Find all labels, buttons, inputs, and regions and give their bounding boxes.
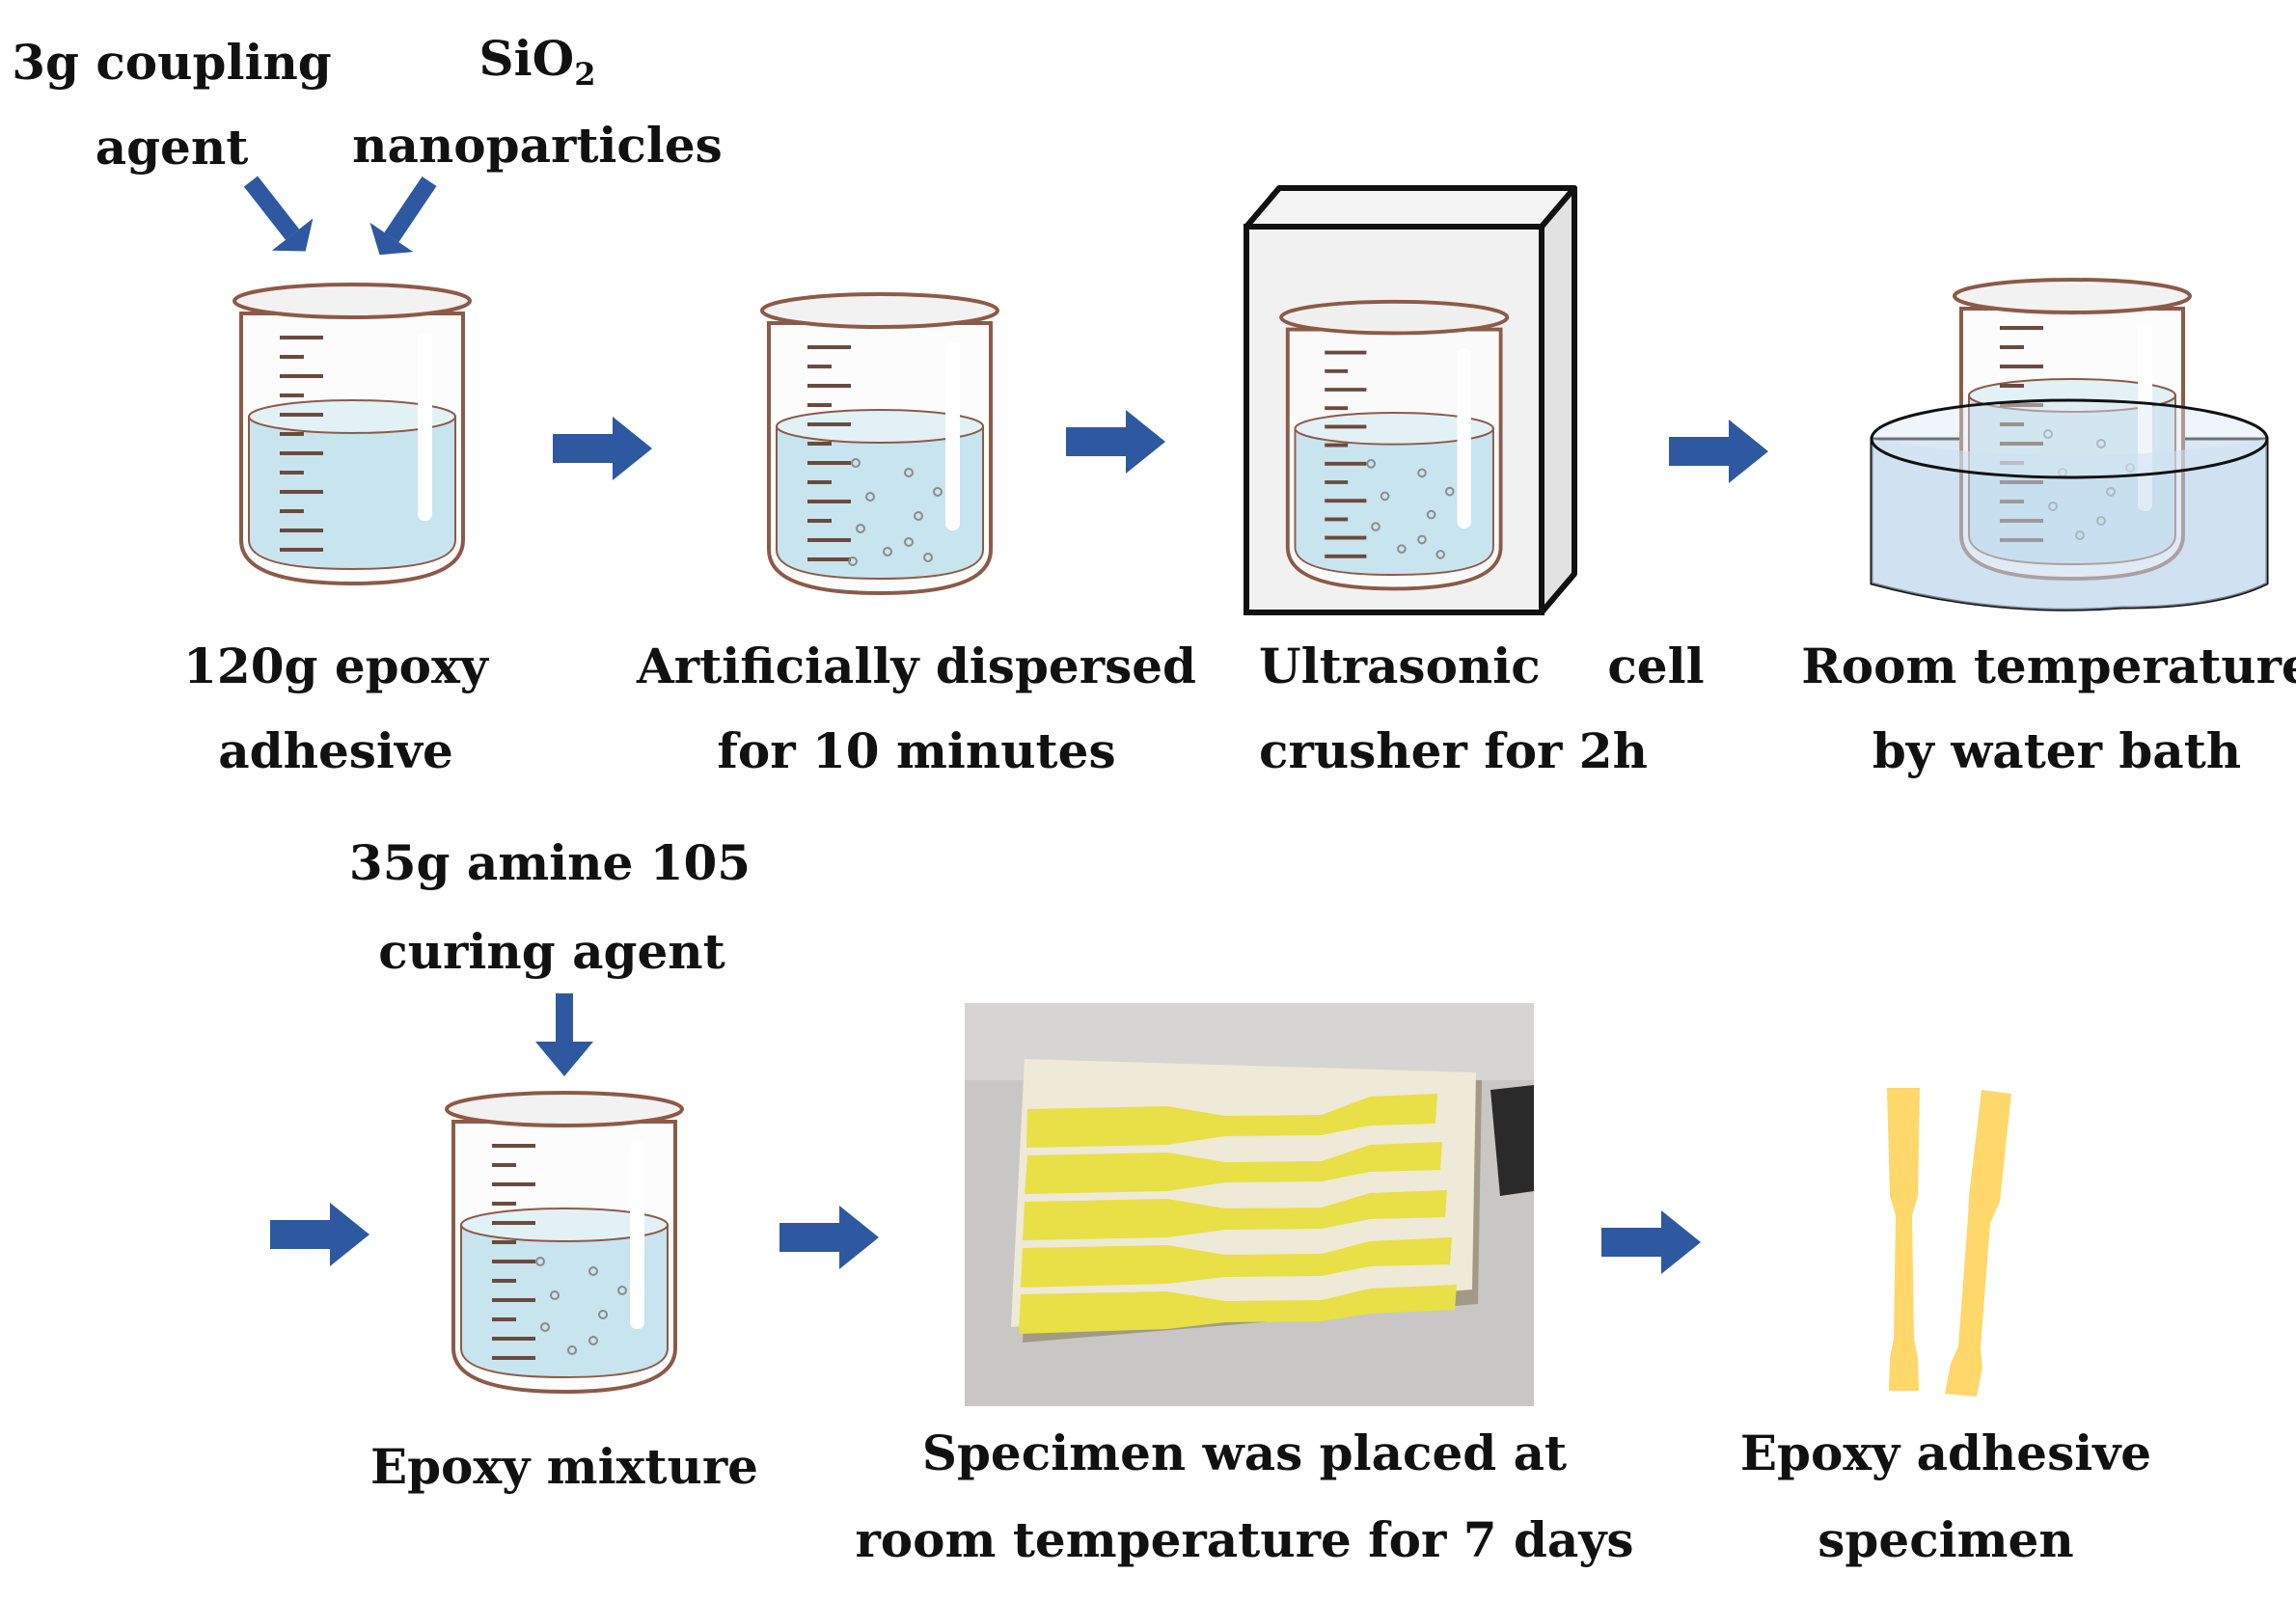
beaker-icon [232, 283, 472, 586]
step-dispersed-caption-line1: Artificially dispersed [636, 638, 1196, 694]
coupling-agent-label-line2: agent [96, 119, 249, 176]
step-epoxy-caption-line2: adhesive [218, 722, 453, 779]
sio2-label-line2: nanoparticles [352, 117, 723, 174]
coupling-agent-arrow-icon [243, 176, 314, 252]
right-arrow-icon [1669, 420, 1768, 483]
beaker-with-particles-icon [445, 1091, 684, 1395]
down-arrow-icon [535, 993, 593, 1076]
curing-agent-label-line1: 35g amine 105 [349, 834, 751, 891]
water-bath-icon [1870, 278, 2269, 611]
right-arrow-icon [779, 1206, 879, 1269]
step-mixture-caption: Epoxy mixture [370, 1438, 758, 1495]
right-arrow-icon [553, 417, 652, 480]
step-water-bath-caption-line1: Room temperature [1801, 638, 2296, 694]
curing-agent-label-line2: curing agent [378, 923, 724, 980]
specimen-mold-photo [965, 1003, 1534, 1406]
sio2-arrow-icon [369, 176, 437, 256]
step-dispersed-caption-line2: for 10 minutes [717, 722, 1115, 779]
ultrasonic-crusher-icon [1244, 185, 1577, 615]
step-specimen-caption-line2: specimen [1818, 1511, 2073, 1568]
step-curing-caption-line2: room temperature for 7 days [855, 1511, 1633, 1568]
step-curing-caption-line1: Specimen was placed at [922, 1425, 1567, 1481]
step-specimen-caption-line1: Epoxy adhesive [1740, 1425, 2151, 1481]
right-arrow-icon [1066, 410, 1165, 474]
right-arrow-icon [1601, 1210, 1701, 1274]
step-water-bath-caption-line2: by water bath [1872, 722, 2241, 779]
step-ultrasonic-caption-line2: crusher for 2h [1259, 722, 1648, 779]
beaker-with-particles-icon [760, 292, 999, 596]
right-arrow-icon [270, 1203, 369, 1266]
beaker-with-particles-icon [1279, 299, 1510, 591]
step-epoxy-caption-line1: 120g epoxy [183, 638, 490, 694]
sio2-label: SiO2 [479, 30, 596, 93]
coupling-agent-label-line1: 3g coupling [12, 34, 332, 91]
step-ultrasonic-caption-line1: Ultrasonic cell [1259, 638, 1705, 694]
dogbone-specimen-icon [1887, 1088, 2011, 1397]
